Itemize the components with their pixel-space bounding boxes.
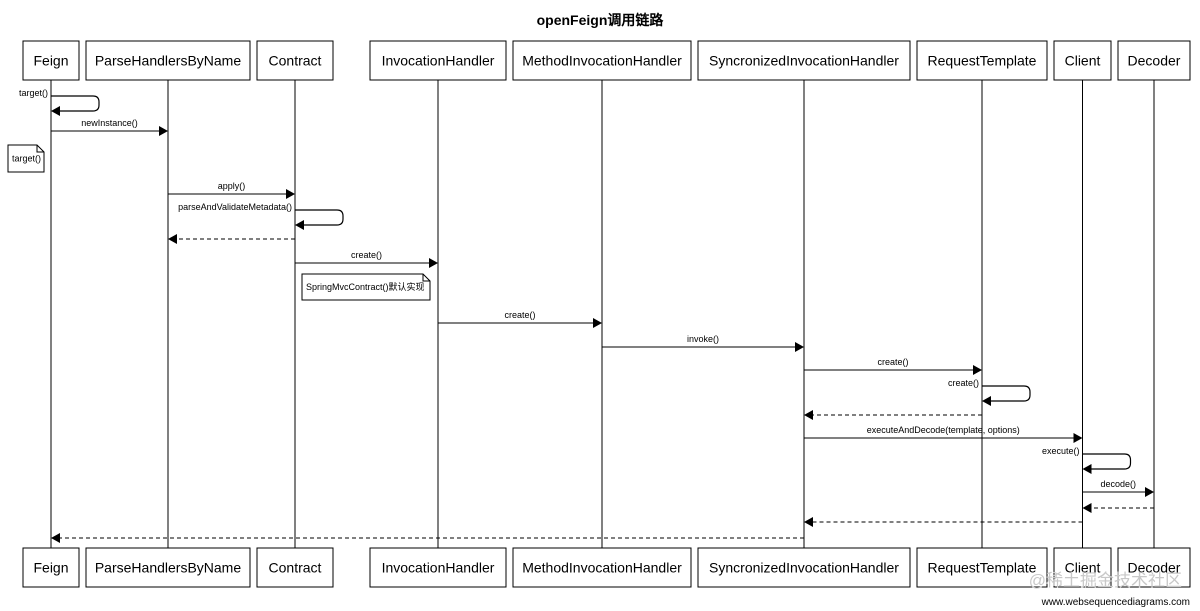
message-11: executeAndDecode(template, options) xyxy=(804,425,1083,443)
message-label: apply() xyxy=(218,181,246,191)
footer-url: www.websequencediagrams.com xyxy=(1041,597,1190,608)
participant-bottom-contract: Contract xyxy=(256,547,334,588)
message-label: create() xyxy=(504,310,535,320)
message-5: create() xyxy=(295,250,438,268)
arrow-head xyxy=(1073,433,1083,443)
arrow-head xyxy=(982,396,991,406)
self-call-path xyxy=(51,95,100,112)
participant-top-decoder: Decoder xyxy=(1117,40,1191,81)
note-label: SpringMvcContract()默认实现 xyxy=(306,281,425,292)
participant-label: Contract xyxy=(269,53,322,69)
participant-label: Contract xyxy=(269,560,322,576)
participant-label: SyncronizedInvocationHandler xyxy=(709,53,899,69)
participant-label: SyncronizedInvocationHandler xyxy=(709,560,899,576)
arrow-head xyxy=(1145,487,1154,497)
participant-bottom-parse: ParseHandlersByName xyxy=(85,547,251,588)
participant-top-template: RequestTemplate xyxy=(916,40,1048,81)
message-14 xyxy=(1082,503,1154,513)
self-call-path xyxy=(1082,453,1132,470)
participant-label: Client xyxy=(1065,560,1101,576)
participant-top-contract: Contract xyxy=(256,40,334,81)
note-label: target() xyxy=(12,154,41,164)
message-12: execute() xyxy=(1042,446,1132,474)
participant-label: InvocationHandler xyxy=(382,560,495,576)
message-8: create() xyxy=(804,357,982,375)
message-1: newInstance() xyxy=(51,118,168,136)
arrow-head xyxy=(286,189,295,199)
arrow-head xyxy=(795,342,804,352)
message-16 xyxy=(51,533,804,543)
participant-bottom-invocation: InvocationHandler xyxy=(369,547,507,588)
message-label: invoke() xyxy=(687,334,719,344)
participant-label: MethodInvocationHandler xyxy=(522,560,682,576)
message-label: execute() xyxy=(1042,446,1080,456)
arrow-head xyxy=(429,258,438,268)
note-0: target() xyxy=(7,144,45,173)
participant-label: Client xyxy=(1065,53,1101,69)
arrow-head xyxy=(804,410,813,420)
message-7: invoke() xyxy=(602,334,804,352)
participant-bottom-decoder: Decoder xyxy=(1117,547,1191,588)
arrow-head xyxy=(1082,503,1092,513)
message-label: newInstance() xyxy=(81,118,138,128)
participant-top-method: MethodInvocationHandler xyxy=(512,40,692,81)
message-2: apply() xyxy=(168,181,295,199)
participant-label: Feign xyxy=(33,560,68,576)
arrow-head xyxy=(51,533,60,543)
note-fold xyxy=(36,145,44,153)
watermark: @稀土掘金技术社区 xyxy=(1028,571,1182,590)
arrow-head xyxy=(51,106,60,116)
arrow-head xyxy=(973,365,982,375)
arrow-head xyxy=(168,234,177,244)
message-label: decode() xyxy=(1100,479,1136,489)
arrow-head xyxy=(295,220,304,230)
message-label: create() xyxy=(948,378,979,388)
participant-bottom-sync: SyncronizedInvocationHandler xyxy=(697,547,911,588)
participant-top-client: Client xyxy=(1053,40,1112,81)
note-1: SpringMvcContract()默认实现 xyxy=(301,273,431,301)
participant-label: ParseHandlersByName xyxy=(95,53,241,69)
message-label: executeAndDecode(template, options) xyxy=(867,425,1020,435)
message-6: create() xyxy=(438,310,602,328)
arrow-head xyxy=(159,126,168,136)
message-15 xyxy=(804,517,1083,527)
participant-label: Decoder xyxy=(1128,53,1181,69)
self-call-path xyxy=(295,209,344,226)
message-label: parseAndValidateMetadata() xyxy=(178,202,292,212)
participant-top-sync: SyncronizedInvocationHandler xyxy=(697,40,911,81)
message-label: create() xyxy=(877,357,908,367)
message-13: decode() xyxy=(1082,479,1154,497)
message-10 xyxy=(804,410,982,420)
participant-label: MethodInvocationHandler xyxy=(522,53,682,69)
message-4 xyxy=(168,234,295,244)
participant-bottom-feign: Feign xyxy=(22,547,80,588)
participant-top-feign: Feign xyxy=(22,40,80,81)
message-3: parseAndValidateMetadata() xyxy=(178,202,344,230)
arrow-head xyxy=(593,318,602,328)
participant-label: RequestTemplate xyxy=(928,560,1037,576)
arrow-head xyxy=(1082,464,1092,474)
participant-bottom-template: RequestTemplate xyxy=(916,547,1048,588)
message-9: create() xyxy=(948,378,1031,406)
participant-bottom-method: MethodInvocationHandler xyxy=(512,547,692,588)
participant-label: InvocationHandler xyxy=(382,53,495,69)
participant-label: ParseHandlersByName xyxy=(95,560,241,576)
participant-label: RequestTemplate xyxy=(928,53,1037,69)
participant-top-parse: ParseHandlersByName xyxy=(85,40,251,81)
note-fold xyxy=(422,274,430,282)
participant-label: Decoder xyxy=(1128,560,1181,576)
participant-label: Feign xyxy=(33,53,68,69)
diagram-title: openFeign调用链路 xyxy=(536,12,664,28)
message-0: target() xyxy=(19,88,100,116)
participant-bottom-client: Client xyxy=(1053,547,1112,588)
participant-top-invocation: InvocationHandler xyxy=(369,40,507,81)
self-call-path xyxy=(982,385,1031,402)
message-label: target() xyxy=(19,88,48,98)
message-label: create() xyxy=(351,250,382,260)
arrow-head xyxy=(804,517,813,527)
